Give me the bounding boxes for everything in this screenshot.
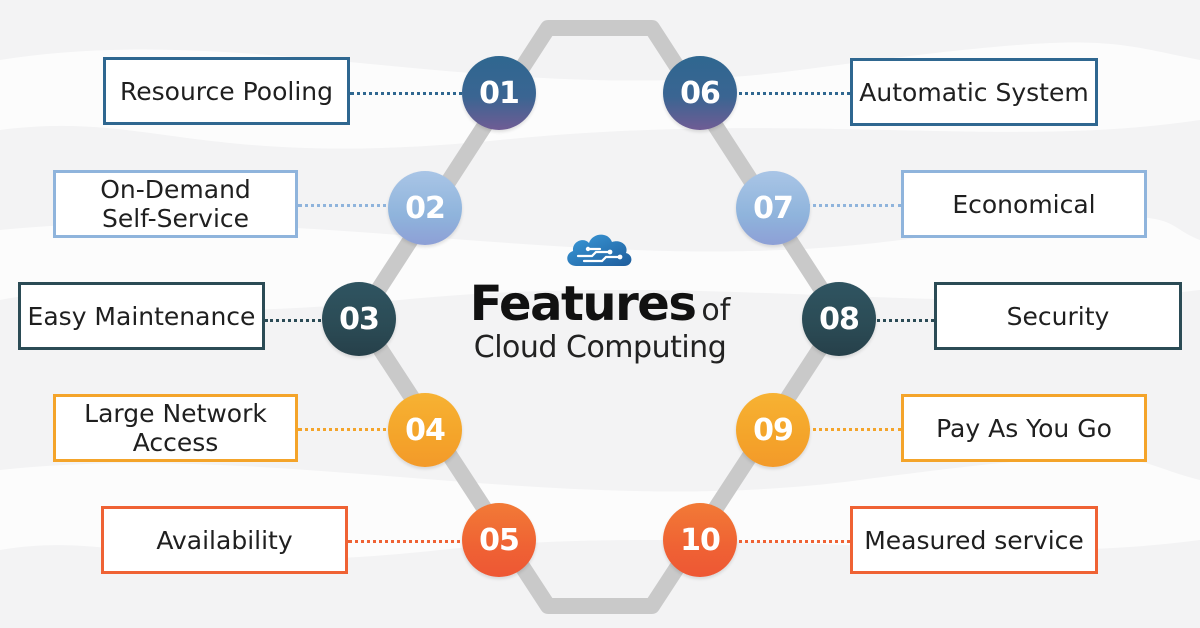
title-of: of <box>701 293 731 328</box>
title-subtitle: Cloud Computing <box>473 330 727 365</box>
feature-label-02: On-Demand Self-Service <box>100 175 251 233</box>
feature-number-08: 08 <box>802 282 876 356</box>
cloud-circuit-icon <box>567 234 632 266</box>
feature-box-01: Resource Pooling <box>103 57 350 125</box>
feature-label-10: Measured service <box>864 525 1084 555</box>
connector-02 <box>298 204 394 207</box>
connector-10 <box>732 540 850 543</box>
feature-label-09: Pay As You Go <box>936 413 1112 443</box>
feature-label-03: Easy Maintenance <box>27 301 256 331</box>
feature-box-05: Availability <box>101 506 348 574</box>
feature-box-04: Large Network Access <box>53 394 298 462</box>
feature-box-02: On-Demand Self-Service <box>53 170 298 238</box>
feature-box-03: Easy Maintenance <box>18 282 265 350</box>
title-main: Features <box>469 276 697 332</box>
feature-number-09: 09 <box>736 393 810 467</box>
feature-number-10: 10 <box>663 503 737 577</box>
connector-08 <box>872 319 934 322</box>
feature-box-10: Measured service <box>850 506 1098 574</box>
feature-number-05: 05 <box>462 503 536 577</box>
feature-number-02: 02 <box>388 171 462 245</box>
feature-label-01: Resource Pooling <box>120 76 333 106</box>
feature-label-08: Security <box>1006 301 1110 331</box>
connector-06 <box>732 92 850 95</box>
connector-09 <box>806 428 902 431</box>
feature-box-07: Economical <box>901 170 1147 238</box>
feature-number-06: 06 <box>663 56 737 130</box>
feature-number-04: 04 <box>388 393 462 467</box>
connector-07 <box>806 204 902 207</box>
feature-number-07: 07 <box>736 171 810 245</box>
feature-box-09: Pay As You Go <box>901 394 1147 462</box>
feature-label-05: Availability <box>156 525 293 555</box>
connector-01 <box>350 92 470 95</box>
feature-label-04: Large Network Access <box>84 399 267 457</box>
feature-label-07: Economical <box>952 189 1096 219</box>
feature-label-06: Automatic System <box>859 77 1089 107</box>
connector-03 <box>265 319 327 322</box>
connector-05 <box>348 540 468 543</box>
feature-box-08: Security <box>934 282 1182 350</box>
connector-04 <box>298 428 394 431</box>
feature-number-03: 03 <box>322 282 396 356</box>
feature-number-01: 01 <box>462 56 536 130</box>
feature-box-06: Automatic System <box>850 58 1098 126</box>
